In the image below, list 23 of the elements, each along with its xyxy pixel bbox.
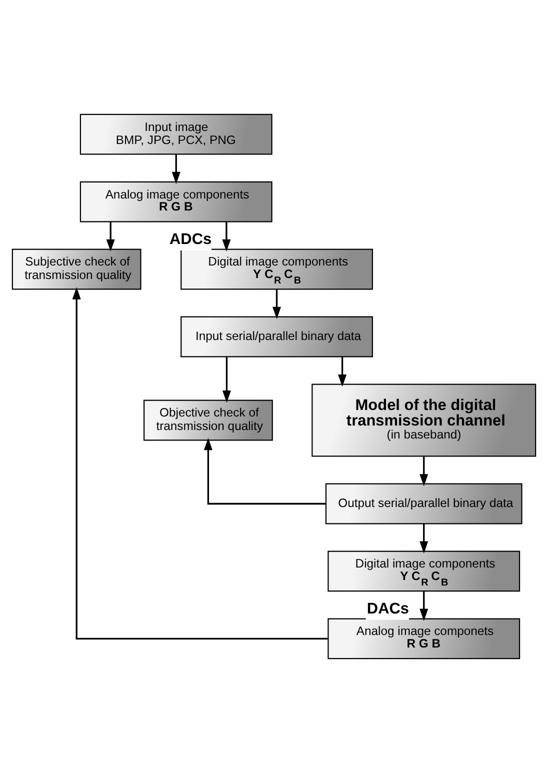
node-box: Digital image components Y C$_{R}$ C$_{B}$ <box>180 248 373 290</box>
arrow <box>420 523 428 553</box>
edge-label: ADCs <box>169 230 212 248</box>
arrow <box>222 356 231 402</box>
node-box: Digital image components Y C$_{R}$ C$_{B}$ <box>328 550 520 592</box>
node-box: Input image BMP, JPG, PCX, PNG <box>80 113 272 154</box>
node-box: Analog image componets R G B <box>328 618 520 659</box>
node-box: Objective check of transmission quality <box>144 399 273 440</box>
arrow <box>272 289 282 319</box>
node-box: Output serial/parallel binary data <box>325 482 522 524</box>
arrow <box>72 286 328 639</box>
arrow <box>222 222 231 252</box>
arrow <box>420 456 428 486</box>
arrow <box>106 222 115 252</box>
arrow <box>204 437 326 504</box>
node-box: Subjective check of transmission quality <box>12 248 142 290</box>
arrow <box>420 590 428 620</box>
node-box: Model of the digital transmission channel (in baseband) <box>312 383 536 456</box>
node-box: Analog image components R G B <box>80 180 272 222</box>
edge-label: DACs <box>366 600 410 617</box>
node-box: Input serial/parallel binary data <box>180 316 373 357</box>
arrow <box>172 154 180 184</box>
arrow <box>338 356 347 386</box>
